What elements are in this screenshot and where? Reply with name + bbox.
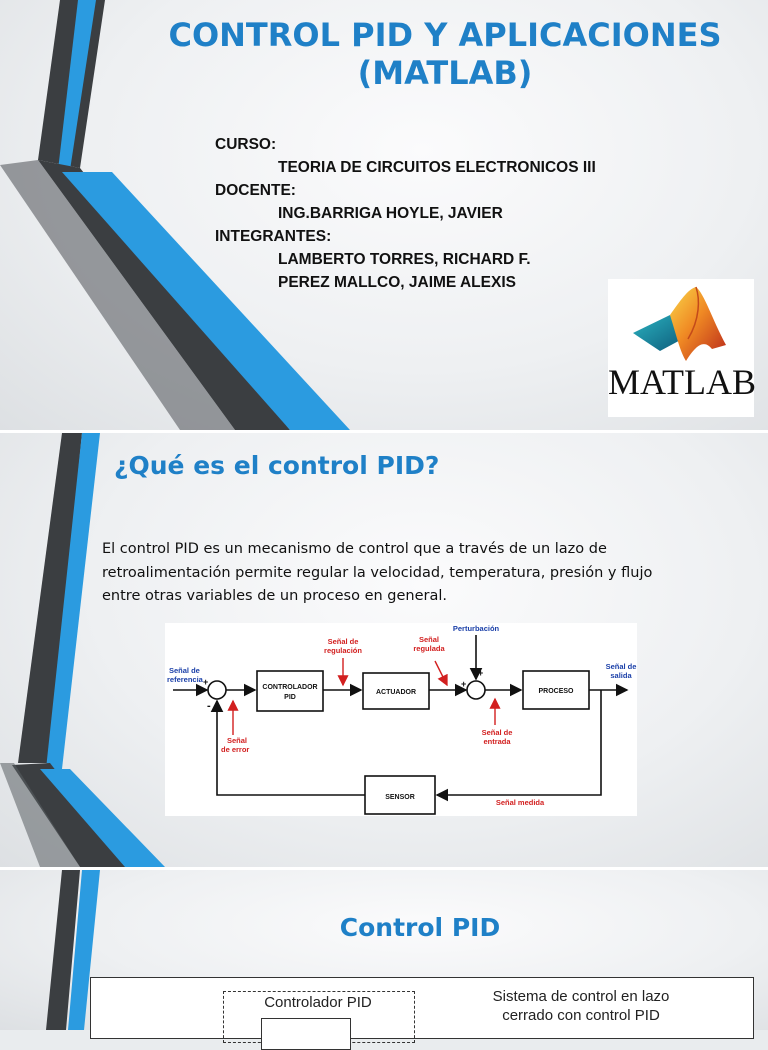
minus-sign-1: - (207, 700, 211, 712)
summing-junction-1 (207, 680, 227, 700)
process-label: PROCESO (538, 688, 574, 695)
controller-block (256, 670, 324, 712)
curso-value: TEORIA DE CIRCUITOS ELECTRONICOS III (278, 159, 596, 176)
slide-2-decoration (0, 433, 165, 867)
matlab-wordmark: MATLAB (608, 362, 757, 402)
actuator-label: ACTUADOR (376, 689, 416, 696)
caption-line-2: cerrado con control PID (502, 1007, 660, 1024)
plus-sign-2: + (461, 679, 466, 689)
matlab-logo: MATLAB (608, 279, 757, 417)
output-label-2: salida (610, 671, 632, 680)
process-block (522, 670, 590, 710)
slide-1-decoration (0, 0, 350, 430)
measured-label: Señal medida (496, 798, 545, 807)
slide-2-title: ¿Qué es el control PID? (114, 451, 440, 480)
sensor-label: SENSOR (385, 794, 415, 801)
plus-sign-1: + (203, 677, 208, 687)
paragraph-line-3: entre otras variables de un proceso en g… (102, 588, 448, 604)
ref-label-2: referencia (167, 675, 204, 684)
figure-caption: Sistema de control en lazo cerrado con c… (461, 987, 701, 1025)
curso-label: CURSO: (215, 136, 277, 153)
integrantes-label: INTEGRANTES: (215, 228, 332, 245)
regulated-label-2: regulada (413, 644, 445, 653)
controller-label-1: CONTROLADOR (262, 684, 317, 691)
controller-box-label: Controlador PID (264, 994, 372, 1011)
paragraph-line-2: retroalimentación permite regular la vel… (102, 564, 653, 581)
controller-label-2: PID (284, 694, 296, 701)
slide-1-title: CONTROL PID Y APLICACIONES (MATLAB) (150, 16, 740, 92)
sensor-block (364, 775, 436, 815)
paragraph-line-1: El control PID es un mecanismo de contro… (102, 541, 607, 557)
plus-sign-3: + (478, 668, 483, 678)
input-label-2: entrada (483, 737, 511, 746)
slide-2-paragraph: El control PID es un mecanismo de contro… (102, 538, 722, 609)
caption-line-1: Sistema de control en lazo (492, 988, 670, 1005)
summing-junction-2 (466, 680, 486, 700)
docente-label: DOCENTE: (215, 182, 296, 199)
ref-label-1: Señal de (169, 666, 200, 675)
disturbance-label: Perturbación (453, 624, 500, 633)
pid-closed-loop-figure: Controlador PID Sistema de control en la… (90, 977, 754, 1050)
integrante-1: LAMBERTO TORRES, RICHARD F. (278, 251, 531, 268)
slide-3-title: Control PID (339, 913, 501, 942)
pid-block-diagram: Señal de referencia + - Señal de error C… (165, 623, 637, 816)
output-label-1: Señal de (606, 662, 637, 671)
regulation-label-1: Señal de (328, 637, 359, 646)
inner-block (261, 1018, 351, 1050)
integrante-2: PEREZ MALLCO, JAIME ALEXIS (278, 274, 516, 291)
slide-1: CONTROL PID Y APLICACIONES (MATLAB) CURS… (0, 0, 768, 430)
slide-3-decoration (46, 870, 100, 1030)
title-line-1: CONTROL PID Y APLICACIONES (168, 16, 722, 54)
error-label-1: Señal (227, 736, 247, 745)
error-label-2: de error (221, 745, 249, 754)
actuator-block (362, 672, 430, 710)
pid-diagram-svg: Señal de referencia + - Señal de error C… (167, 624, 637, 815)
matlab-membrane-icon (633, 286, 726, 361)
input-label-1: Señal de (482, 728, 513, 737)
regulation-label-2: regulación (324, 646, 362, 655)
regulated-label-1: Señal (419, 635, 439, 644)
title-line-2: (MATLAB) (357, 54, 533, 92)
docente-value: ING.BARRIGA HOYLE, JAVIER (278, 205, 503, 222)
